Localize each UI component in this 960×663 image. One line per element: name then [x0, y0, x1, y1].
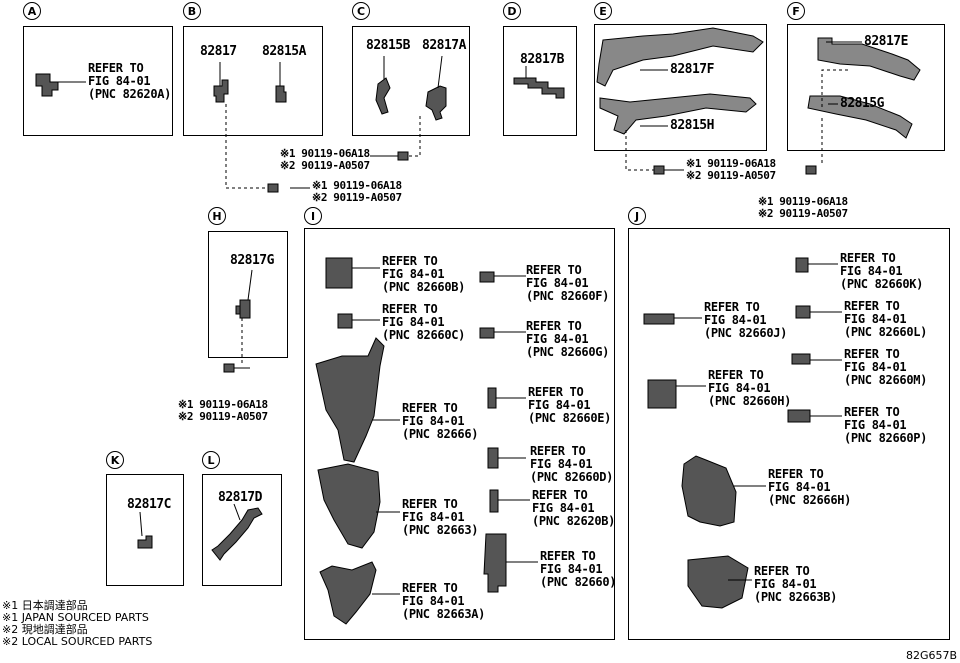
part-82660l-shape: [795, 305, 811, 319]
callout-l: L: [202, 451, 220, 469]
part-82660b-shape: [325, 257, 353, 289]
box-d: [503, 26, 577, 136]
diagram-id: 82G657B: [906, 649, 958, 662]
box-b: [183, 26, 323, 136]
part-number-82815h: 82815H: [670, 118, 714, 133]
box-l: [202, 474, 282, 586]
bolt-e: [653, 165, 665, 175]
bolt-b-upper: [397, 151, 409, 161]
callout-j: J: [628, 207, 646, 225]
part-82660p-shape: [787, 409, 811, 423]
callout-b: B: [183, 2, 201, 20]
part-number-82817e: 82817E: [864, 34, 908, 49]
bolt-b-lower: [267, 183, 279, 193]
sourcing-legend: ※1 日本調達部品 ※1 JAPAN SOURCED PARTS ※2 現地調達…: [2, 599, 153, 648]
part-82663-shape: [317, 463, 381, 549]
callout-d: D: [503, 2, 521, 20]
part-82620b-shape: [489, 489, 499, 513]
bolt-f: [805, 165, 817, 175]
bolt-h: [223, 363, 235, 373]
callout-h: H: [208, 207, 226, 225]
part-82817g-shape: [235, 299, 251, 319]
part-82817b-shape: [513, 77, 565, 99]
callout-f: F: [787, 2, 805, 20]
fastener-label-h: ※1 90119-06A18 ※2 90119-A0507: [178, 398, 268, 423]
box-k: [106, 474, 184, 586]
fastener-label-c: ※1 90119-06A18 ※2 90119-A0507: [280, 147, 370, 172]
part-82660j-shape: [643, 313, 675, 325]
part-82663a-shape: [319, 561, 377, 625]
part-82666-shape: [315, 337, 385, 463]
part-82817a-shape: [425, 85, 447, 121]
part-number-82817f: 82817F: [670, 62, 714, 77]
part-number-82815a: 82815A: [262, 44, 306, 59]
box-e: [594, 24, 767, 151]
part-82817f-shape: [596, 27, 764, 87]
part-82660k-shape: [795, 257, 809, 273]
box-j: [628, 228, 950, 640]
part-number-82815b: 82815B: [366, 38, 410, 53]
callout-k: K: [106, 451, 124, 469]
part-82660-shape: [483, 533, 507, 593]
part-82817e-shape: [817, 37, 921, 81]
part-82815b-shape: [375, 77, 391, 115]
part-82817d-shape: [211, 507, 263, 561]
part-number-82817a: 82817A: [422, 38, 466, 53]
part-82815h-shape: [599, 93, 757, 135]
callout-i: I: [304, 207, 322, 225]
part-number-82817: 82817: [200, 44, 237, 59]
box-c: [352, 26, 470, 136]
part-82660d-shape: [487, 447, 499, 469]
part-82660h-shape: [647, 379, 677, 409]
part-82620a-shape: [35, 73, 59, 97]
box-h: [208, 231, 288, 358]
part-82817c-shape: [137, 535, 153, 549]
part-number-82817b: 82817B: [520, 52, 564, 67]
part-number-82817g: 82817G: [230, 253, 274, 268]
part-82666h-shape: [681, 455, 737, 527]
part-82815a-shape: [275, 85, 287, 103]
part-82660m-shape: [791, 353, 811, 365]
callout-e: E: [594, 2, 612, 20]
fastener-label-f: ※1 90119-06A18 ※2 90119-A0507: [758, 195, 848, 220]
part-82660c-shape: [337, 313, 353, 329]
callout-a: A: [23, 2, 41, 20]
part-82660f-shape: [479, 271, 495, 283]
part-82660e-shape: [487, 387, 497, 409]
part-82817-shape: [213, 79, 229, 103]
part-82815g-shape: [807, 95, 913, 139]
callout-c: C: [352, 2, 370, 20]
box-a: [23, 26, 173, 136]
part-number-82817d: 82817D: [218, 490, 262, 505]
box-i: [304, 228, 615, 640]
part-82660g-shape: [479, 327, 495, 339]
part-82663b-shape: [687, 555, 749, 609]
part-number-82815g: 82815G: [840, 96, 884, 111]
part-number-82817c: 82817C: [127, 497, 171, 512]
box-f: [787, 24, 945, 151]
fastener-label-e: ※1 90119-06A18 ※2 90119-A0507: [686, 157, 776, 182]
fastener-label-b: ※1 90119-06A18 ※2 90119-A0507: [312, 179, 402, 204]
